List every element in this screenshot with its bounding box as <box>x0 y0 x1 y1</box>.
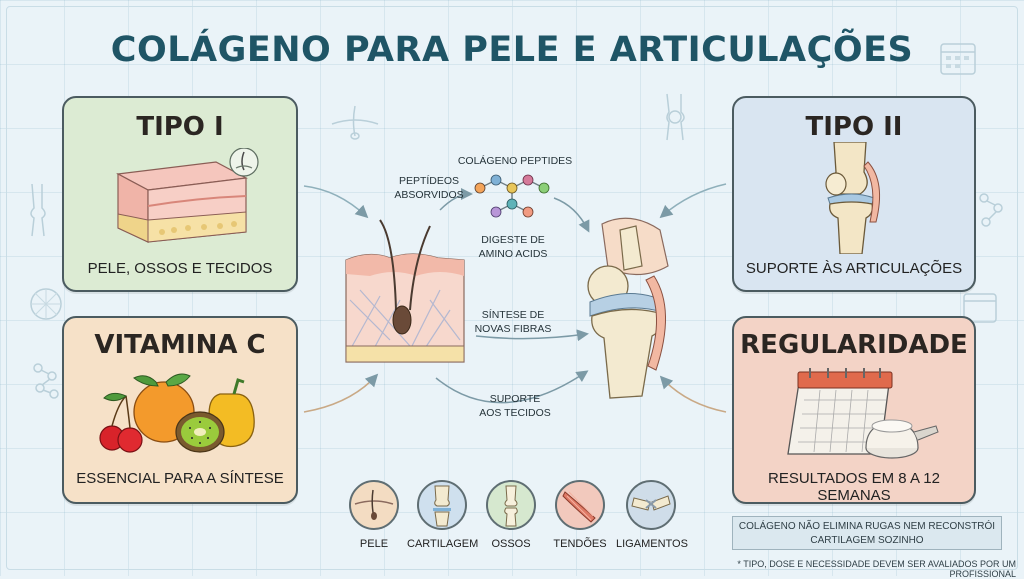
card-tipo-ii-caption: SUPORTE ÀS ARTICULAÇÕES <box>745 260 963 277</box>
molecule-watermark-icon-2 <box>979 193 1003 227</box>
center-diagram <box>303 174 727 413</box>
page-title: COLÁGENO PARA PELE E ARTICULAÇÕES <box>110 30 914 70</box>
arrow-tipo-i <box>303 185 369 219</box>
label-synthesis-line1: SÍNTESE DE <box>481 309 545 321</box>
skin-layers-icon <box>116 148 259 243</box>
label-digest-line2: AMINO ACIDS <box>478 248 548 260</box>
bone-watermark-icon <box>30 183 46 237</box>
calendar-watermark-icon-2 <box>963 293 997 323</box>
label-peptides-absorbed: PEPTÍDEOS ABSORVIDOS <box>384 174 474 202</box>
card-tipo-i-heading: TIPO I <box>136 112 224 142</box>
bottom-item-cartilagem: CARTILAGEM <box>407 480 479 550</box>
label-support: SUPORTE AOS TECIDOS <box>470 392 560 420</box>
arrow-vitamina-c <box>303 373 379 413</box>
card-vitamina-c-caption: ESSENCIAL PARA A SÍNTESE <box>76 470 284 487</box>
card-regularidade: REGULARIDADE RESULTADOS EM 8 A 12 SEMANA… <box>732 316 976 504</box>
peptide-molecule-icon <box>474 174 550 218</box>
card-tipo-i: TIPO I PELE, OSSOS E TECIDOS <box>62 96 298 292</box>
bottom-item-tendoes: TENDÕES <box>545 480 615 550</box>
bone-icon <box>486 480 536 530</box>
card-tipo-ii-heading: TIPO II <box>805 112 903 142</box>
ligament-icon <box>626 480 676 530</box>
label-digest-line1: DIGESTE DE <box>481 234 545 246</box>
tendon-icon <box>555 480 605 530</box>
knee-joint-icon <box>825 142 881 254</box>
disclaimer-note-line1: COLÁGENO NÃO ELIMINA RUGAS NEM RECONSTRÓ… <box>738 521 996 532</box>
label-collagen-peptides: COLÁGENO PEPTIDES <box>457 155 573 167</box>
orange-watermark-icon <box>30 288 62 320</box>
label-digest: DIGESTE DE AMINO ACIDS <box>468 233 558 261</box>
bottom-item-pele-label: PELE <box>359 538 389 550</box>
arrow-synthesis <box>475 329 589 342</box>
footnote: * TIPO, DOSE E NECESSIDADE DEVEM SER AVA… <box>737 559 1016 579</box>
cartilage-icon <box>417 480 467 530</box>
card-vitamina-c: VITAMINA C ESSENCIAL PARA A SÍNTESE <box>62 316 298 504</box>
card-regularidade-heading: REGULARIDADE <box>740 330 968 360</box>
page-frame <box>6 6 1018 570</box>
bottom-item-cartilagem-label: CARTILAGEM <box>407 538 479 550</box>
bottom-item-ligamentos: LIGAMENTOS <box>616 480 688 550</box>
card-vitamina-c-heading: VITAMINA C <box>94 330 266 360</box>
fruits-icon <box>99 373 255 453</box>
label-support-line2: AOS TECIDOS <box>479 407 551 419</box>
bottom-item-tendoes-label: TENDÕES <box>553 538 607 550</box>
skin-icon <box>349 480 399 530</box>
hair-follicle-watermark-icon <box>331 105 379 140</box>
skin-cross-section-icon <box>345 219 465 363</box>
card-tipo-i-caption: PELE, OSSOS E TECIDOS <box>87 260 273 277</box>
label-support-line1: SUPORTE <box>489 393 541 405</box>
arrow-tipo-ii <box>659 183 727 219</box>
disclaimer-note-line2: CARTILAGEM SOZINHO <box>810 535 924 546</box>
bottom-item-ligamentos-label: LIGAMENTOS <box>616 538 688 550</box>
label-peptides-absorbed-line1: PEPTÍDEOS <box>398 175 460 187</box>
calendar-scoop-icon <box>787 368 939 459</box>
molecule-watermark-icon <box>33 363 59 399</box>
disclaimer-note: COLÁGENO NÃO ELIMINA RUGAS NEM RECONSTRÓ… <box>732 516 1002 550</box>
label-synthesis-line2: NOVAS FIBRAS <box>474 323 552 335</box>
arrow-regularidade <box>659 375 727 413</box>
arrow-support <box>435 370 589 404</box>
label-peptides-absorbed-line2: ABSORVIDOS <box>394 189 464 201</box>
bottom-item-pele: PELE <box>339 480 409 550</box>
bottom-item-ossos: OSSOS <box>476 480 546 550</box>
knee-watermark-icon <box>666 93 685 141</box>
knee-joint-illustration <box>587 217 669 399</box>
calendar-watermark-icon <box>940 43 976 75</box>
bottom-item-ossos-label: OSSOS <box>491 538 531 550</box>
label-synthesis: SÍNTESE DE NOVAS FIBRAS <box>468 308 558 336</box>
arrow-absorbed <box>439 188 473 211</box>
card-tipo-ii: TIPO II SUPORTE ÀS ARTICULAÇÕES <box>732 96 976 292</box>
card-regularidade-caption: RESULTADOS EM 8 A 12 SEMANAS <box>767 470 940 504</box>
arrow-digest <box>553 197 590 233</box>
